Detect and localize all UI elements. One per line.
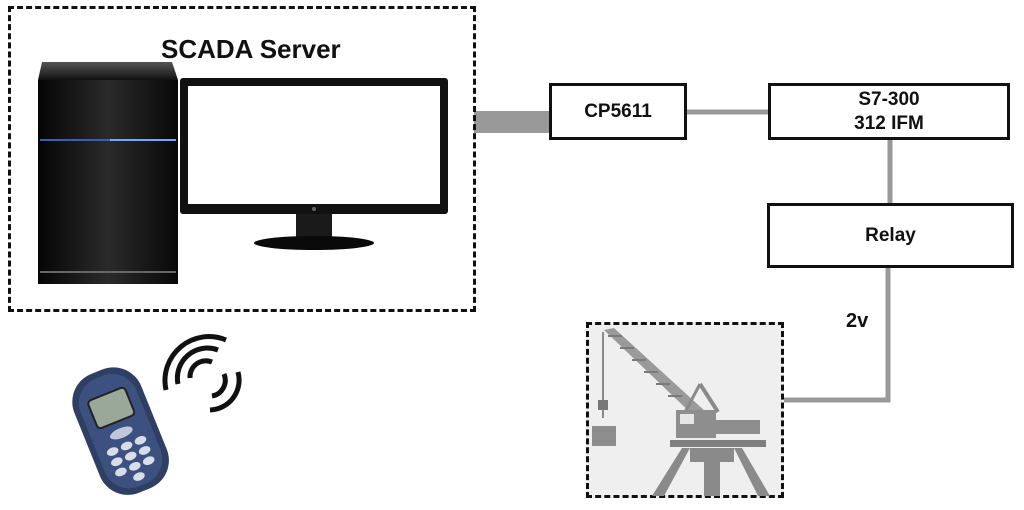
plc-label-line1: S7-300 bbox=[858, 88, 920, 110]
scada-server-group bbox=[8, 6, 476, 312]
cp5611-box: CP5611 bbox=[549, 83, 687, 140]
relay-crane-link bbox=[784, 268, 891, 403]
plc-label-line2: 312 IFM bbox=[854, 112, 924, 134]
relay-box: Relay bbox=[767, 203, 1014, 268]
cp5611-label: CP5611 bbox=[584, 100, 652, 122]
plc-box: S7-300 312 IFM bbox=[768, 83, 1010, 140]
server-cp5611-bus bbox=[474, 111, 552, 133]
scada-server-title: SCADA Server bbox=[161, 34, 341, 64]
relay-label: Relay bbox=[865, 224, 916, 246]
voltage-label: 2v bbox=[846, 310, 869, 332]
